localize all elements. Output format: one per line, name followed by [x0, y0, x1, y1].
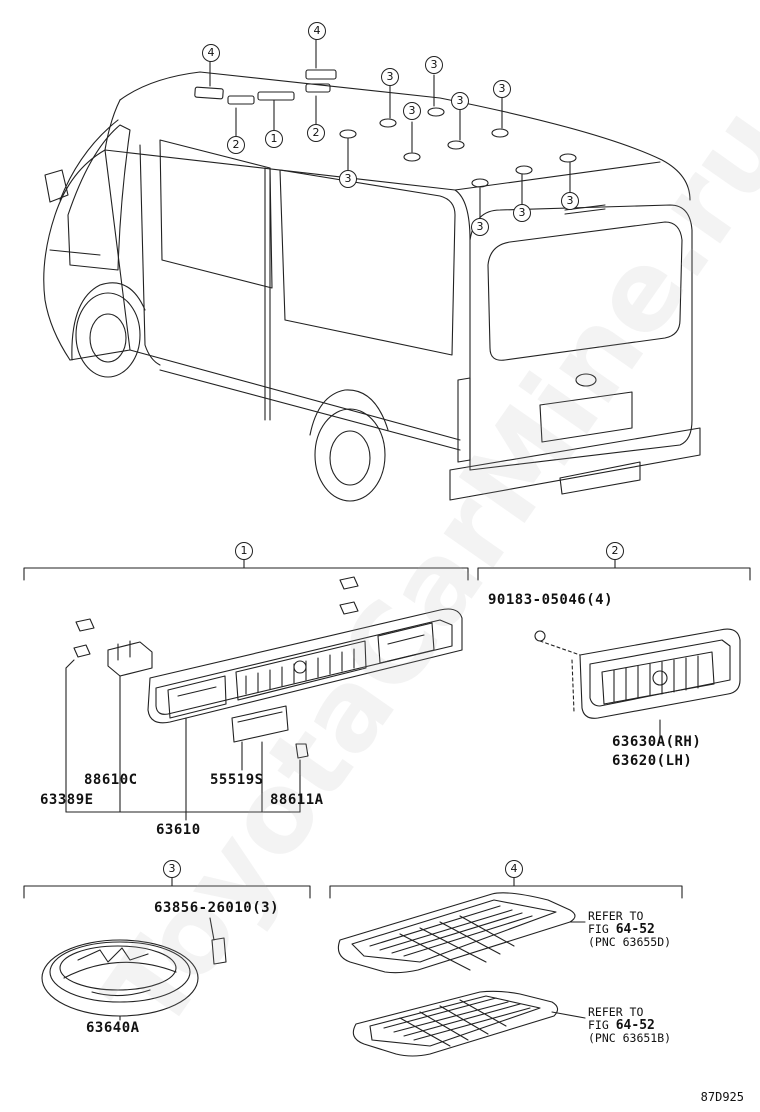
- roof-markers: [194, 39, 577, 219]
- callout-2: 2: [227, 136, 245, 154]
- reference-line: REFER TO: [588, 1005, 644, 1019]
- fig-number: 64-52: [615, 1018, 655, 1033]
- part-63856-26010: 63856-26010(3): [154, 900, 280, 916]
- group-callout-4: 4: [505, 860, 523, 878]
- lamp-63630A: [534, 628, 741, 737]
- group-callout-2: 2: [606, 542, 624, 560]
- callout-2: 2: [307, 124, 325, 142]
- part-55519S: 55519S: [210, 772, 264, 788]
- part-88610C: 88610C: [84, 772, 138, 788]
- group-callout-1: 1: [235, 542, 253, 560]
- callout-3: 3: [513, 204, 531, 222]
- part-63630A: 63630A(RH): [612, 734, 702, 750]
- clip-parts: [65, 576, 359, 821]
- callout-3: 3: [493, 80, 511, 98]
- part-88611A: 88611A: [270, 792, 324, 808]
- reference-fig: FIG 64-52: [588, 922, 671, 937]
- callout-3: 3: [451, 92, 469, 110]
- callout-4: 4: [202, 44, 220, 62]
- diagram-code: 87D925: [700, 1090, 744, 1104]
- tray-parts: [337, 892, 586, 1057]
- callout-4: 4: [308, 22, 326, 40]
- callout-3: 3: [339, 170, 357, 188]
- console-63610: [147, 608, 463, 724]
- fig-word: FIG: [588, 922, 609, 936]
- part-63610: 63610: [156, 822, 201, 838]
- callout-3: 3: [471, 218, 489, 236]
- van-illustration: [43, 71, 701, 502]
- reference-fig: FIG 64-52: [588, 1018, 671, 1033]
- fig-word: FIG: [588, 1018, 609, 1032]
- callout-3: 3: [425, 56, 443, 74]
- fig-number: 64-52: [615, 922, 655, 937]
- reference-note: REFER TO FIG 64-52 (PNC 63655D): [588, 910, 671, 949]
- part-63389E: 63389E: [40, 792, 94, 808]
- callout-1: 1: [265, 130, 283, 148]
- reference-pnc: (PNC 63651B): [588, 1031, 672, 1045]
- part-90183-05046: 90183-05046(4): [488, 592, 614, 608]
- callout-3: 3: [403, 102, 421, 120]
- part-63620: 63620(LH): [612, 753, 693, 769]
- part-63640A: 63640A: [86, 1020, 140, 1036]
- callout-3: 3: [561, 192, 579, 210]
- group-callout-3: 3: [163, 860, 181, 878]
- dome-63640A: [41, 917, 227, 1021]
- callout-3: 3: [381, 68, 399, 86]
- reference-pnc: (PNC 63655D): [588, 935, 672, 949]
- reference-note: REFER TO FIG 64-52 (PNC 63651B): [588, 1006, 671, 1045]
- reference-line: REFER TO: [588, 909, 644, 923]
